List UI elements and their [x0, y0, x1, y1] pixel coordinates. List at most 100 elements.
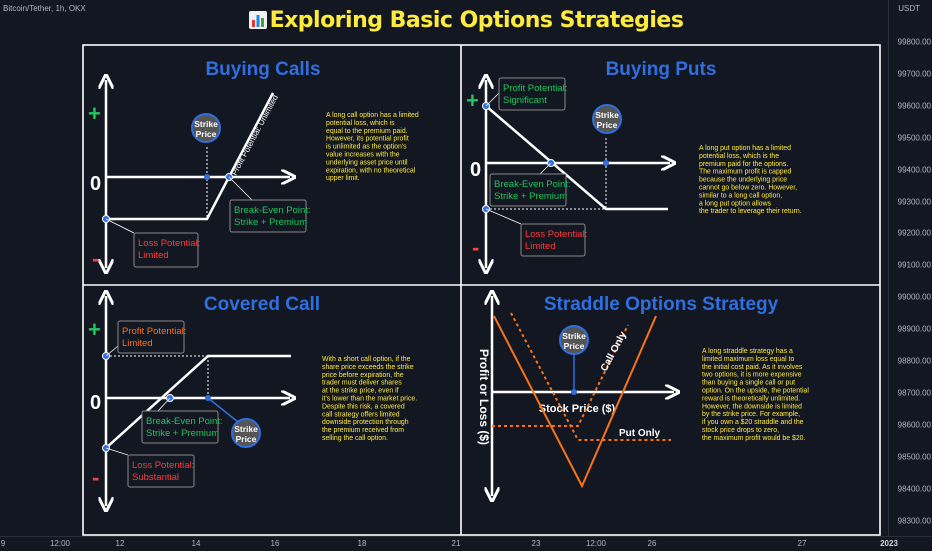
description-line: A long straddle strategy has a	[702, 348, 793, 355]
straddle-put-dotted	[510, 312, 671, 441]
puts-profit-label-1: Profit Potential:	[503, 83, 567, 94]
description-line: potential loss, which is the	[699, 153, 779, 160]
puts-strike-label-2: Price	[597, 120, 618, 130]
puts-profit-box: Profit Potential: Significant	[485, 77, 567, 111]
description-line: A long put option has a limited	[699, 145, 791, 152]
description-line: reward is theoretically unlimited.	[702, 395, 800, 402]
covered-loss-label-1: Loss Potential:	[132, 460, 194, 471]
time-axis-label: 14	[191, 539, 201, 548]
time-axis-label: 16	[270, 539, 280, 548]
price-axis-label: 99400.00	[897, 165, 931, 175]
time-axis-label: 21	[451, 539, 461, 548]
panel-covered-call: Covered Call + 0 - Strike Price Profit P…	[88, 294, 417, 506]
calls-loss-box: Loss Potential: Limited	[105, 218, 200, 268]
description-line: stock price drops to zero,	[702, 427, 779, 434]
description-line: underlying asset price until	[326, 159, 408, 166]
covered-strike-badge	[231, 418, 261, 448]
description-line: price before expiration, the	[322, 372, 404, 379]
price-axis-label: 98700.00	[897, 388, 931, 398]
covered-profit-label-2: Limited	[122, 338, 153, 349]
calls-strike-label-2: Price	[196, 129, 217, 139]
price-axis-label: 99200.00	[897, 228, 931, 238]
description-line: by the strike price. For example,	[702, 411, 800, 418]
straddle-payoff-line	[493, 315, 657, 489]
description-line: the trader to leverage their return.	[699, 208, 802, 215]
straddle-title: Straddle Options Strategy	[544, 294, 779, 315]
price-axis-label: 99500.00	[897, 133, 931, 143]
description-line: is unlimited as the option's	[326, 144, 407, 151]
symbol-label: Bitcoin/Tether, 1h, OKX	[3, 4, 86, 13]
description-line: share price exceeds the strike	[322, 364, 414, 371]
description-line: limited maximum loss equal to	[702, 356, 794, 363]
description-line: a long put option allows	[699, 200, 772, 207]
description-line: the initial cost paid. As it involves	[702, 364, 803, 371]
calls-breakeven-box: Break-Even Point: Strike + Premium	[228, 176, 311, 233]
description-line: upper limit.	[326, 175, 360, 182]
time-axis-label: 12:00	[585, 539, 607, 548]
calls-loss-label-2: Limited	[138, 250, 169, 261]
puts-payoff-line	[485, 105, 668, 211]
description-line: call strategy offers limited	[322, 411, 400, 418]
description-line: cannot go below zero. However,	[699, 185, 797, 192]
price-axis-label: 98300.00	[897, 516, 931, 525]
covered-plus-sign: +	[88, 317, 101, 342]
straddle-call-dotted	[492, 324, 629, 427]
description-line: However, the downside is limited	[702, 403, 802, 410]
straddle-call-only-label: Call Only	[599, 330, 629, 374]
straddle-strike-label-1: Strike	[562, 331, 586, 341]
puts-profit-label-2: Significant	[503, 95, 547, 106]
calls-strike-label-1: Strike	[194, 119, 218, 129]
calls-plus-sign: +	[88, 101, 101, 126]
description-line: option. On the upside, the potential	[702, 388, 809, 395]
currency-label: USDT	[898, 4, 920, 13]
description-line: at the strike price, even if	[322, 388, 399, 395]
puts-zero-label: 0	[470, 159, 481, 181]
covered-breakeven-box: Break-Even Point: Strike + Premium	[141, 397, 223, 444]
price-axis[interactable]: 99800.00 99700.00 99600.00 99500.00 99400.00…	[888, 0, 932, 536]
time-axis-label: 2023	[880, 539, 898, 548]
covered-loss-box: Loss Potential: Substantial	[105, 447, 195, 488]
description-line: trader must deliver shares	[322, 380, 402, 387]
price-axis-label: 98500.00	[897, 452, 931, 462]
time-axis-label: 18	[357, 539, 367, 548]
description-line: two options, it is more expensive	[702, 372, 802, 379]
calls-strike-point	[204, 174, 210, 180]
calls-breakeven-label-2: Strike + Premium	[234, 217, 307, 228]
description-line: equal to the premium paid.	[326, 128, 408, 135]
page-title: Exploring Basic Options Strategies	[0, 8, 932, 33]
page-title-text: Exploring Basic Options Strategies	[269, 8, 684, 33]
description-line: A long call option has a limited	[326, 112, 419, 119]
panel-grid-frame	[82, 44, 881, 536]
price-axis-label: 99800.00	[897, 37, 931, 47]
price-axis-label: 98600.00	[897, 420, 931, 430]
covered-breakeven-label-2: Strike + Premium	[146, 428, 219, 439]
price-axis-label: 99700.00	[897, 69, 931, 79]
puts-loss-box: Loss Potential: Limited	[485, 208, 587, 257]
description-line: the maximum profit would be $20.	[702, 435, 805, 442]
description-line: expiration, with no theoretical	[326, 167, 416, 174]
covered-breakeven-label-1: Break-Even Point:	[146, 416, 223, 427]
covered-zero-label: 0	[90, 392, 101, 414]
buying-puts-title: Buying Puts	[606, 59, 717, 80]
description-line: similar to a long call option,	[699, 192, 782, 199]
puts-strike-point	[603, 160, 609, 166]
price-axis-label: 99100.00	[897, 260, 931, 270]
price-axis-label: 99600.00	[897, 101, 931, 111]
buying-calls-title: Buying Calls	[205, 59, 320, 80]
straddle-strike-point	[571, 389, 577, 395]
puts-strike-badge	[592, 104, 622, 134]
description-line: because the underlying price	[699, 177, 787, 184]
covered-strike-label-1: Strike	[234, 424, 258, 434]
straddle-x-axis-label: Stock Price ($)	[539, 403, 616, 415]
time-axis-label: 26	[647, 539, 657, 548]
time-axis-label: 23	[531, 539, 541, 548]
calls-loss-label-1: Loss Potential:	[138, 238, 200, 249]
description-line: The maximum profit is capped	[699, 169, 791, 176]
time-axis-label: 27	[797, 539, 807, 548]
calls-minus-sign: -	[92, 246, 99, 271]
price-axis-label: 98900.00	[897, 324, 931, 334]
description-line: Despite this risk, a covered	[322, 403, 405, 410]
